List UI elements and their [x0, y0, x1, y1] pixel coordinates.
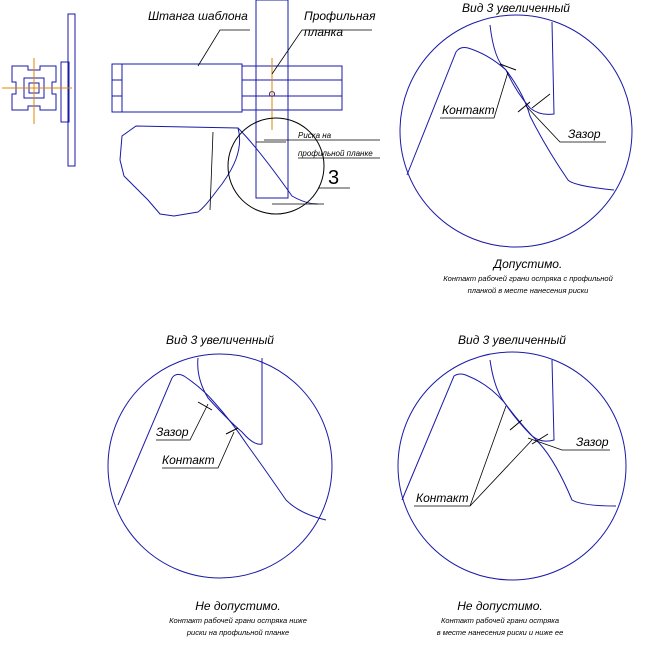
view-3-caption-1: Контакт рабочей грани остряка — [441, 616, 559, 625]
gauge-rod — [121, 63, 243, 113]
view-3-title: Вид 3 увеличенный — [458, 333, 566, 347]
view-1-caption-1: Контакт рабочей грани остряка с профильн… — [443, 274, 613, 283]
view-3-bar — [489, 359, 555, 442]
view-3-contact-leader-b — [469, 439, 533, 507]
view-2-verdict: Не допустимо. — [195, 599, 281, 613]
bar-label-2: планка — [304, 25, 343, 39]
view-3-circle — [397, 351, 627, 581]
profile-plate — [67, 13, 76, 167]
view-mark-3: 3 — [328, 167, 339, 189]
view-2-circle — [107, 353, 333, 579]
view-1-gap-label: Зазор — [568, 127, 601, 141]
view-2-gap-tick — [197, 401, 213, 411]
view-3-rail-head — [401, 373, 617, 507]
view-3-gap-tick — [509, 419, 523, 431]
detail-circle — [227, 117, 325, 215]
profile-mount — [60, 61, 70, 123]
view-3-verdict: Не допустимо. — [457, 599, 543, 613]
view-2-gap-label: Зазор — [156, 425, 189, 439]
view-1-gap-leader — [525, 105, 606, 143]
view-3-contact-label: Контакт — [416, 491, 469, 505]
detail-view-3: Вид 3 увеличенный Контакт Зазор Не допус… — [397, 333, 627, 637]
view-1-bar — [489, 21, 555, 115]
view-1-gap-tick — [531, 93, 551, 109]
profile-bar — [255, 0, 289, 199]
view-1-contact-label: Контакт — [442, 103, 495, 117]
view-1-circle — [399, 14, 633, 248]
rod-label: Штанга шаблона — [148, 9, 248, 23]
view-3-gap-leader — [527, 437, 610, 451]
bar-label-1: Профильная — [304, 9, 376, 23]
view-2-contact-leader — [162, 431, 235, 469]
view-2-gap-leader — [156, 403, 209, 441]
view-3-gap-tick — [531, 433, 549, 445]
view-2-title: Вид 3 увеличенный — [166, 333, 274, 347]
view-2-bar — [197, 357, 263, 445]
rod-leader — [197, 29, 250, 67]
view-1-rail-head — [406, 47, 615, 191]
view-1-verdict: Допустимо. — [492, 257, 563, 271]
rod-end-cap — [111, 63, 123, 113]
view-2-contact-label: Контакт — [162, 453, 215, 467]
mark-label-2: профильной планке — [298, 149, 373, 158]
detail-view-1: Вид 3 увеличенный Контакт Зазор Допустим… — [399, 1, 633, 295]
view-1-gap-tick — [517, 101, 531, 113]
view-1-caption-2: планкой в месте нанесения риски — [468, 286, 590, 295]
view-2-contact-tick — [225, 427, 239, 435]
profile-outline — [11, 65, 57, 111]
view-3-gap-label: Зазор — [576, 435, 609, 449]
view-1-title: Вид 3 увеличенный — [462, 1, 570, 15]
profile-cross-section — [2, 13, 76, 167]
view-1-contact-leader — [440, 71, 509, 119]
rod-clamp — [241, 65, 343, 111]
bar-leader — [271, 29, 372, 75]
view-2-rail-head — [117, 373, 327, 521]
mark-label-1: Риска на — [298, 131, 332, 140]
rail-head — [119, 125, 240, 217]
switch-blade — [237, 127, 319, 205]
view-2-caption-1: Контакт рабочей грани остряка ниже — [169, 616, 307, 625]
view-3-caption-2: в месте нанесения риски и ниже ее — [437, 628, 564, 637]
view-1-contact-tick — [499, 63, 517, 71]
detail-view-2: Вид 3 увеличенный Зазор Контакт Не допус… — [107, 333, 333, 637]
main-view: Штанга шаблона Профильная планка Риска н… — [111, 0, 380, 217]
section-line — [209, 131, 214, 211]
view-2-caption-2: риски на профильной планке — [186, 628, 289, 637]
